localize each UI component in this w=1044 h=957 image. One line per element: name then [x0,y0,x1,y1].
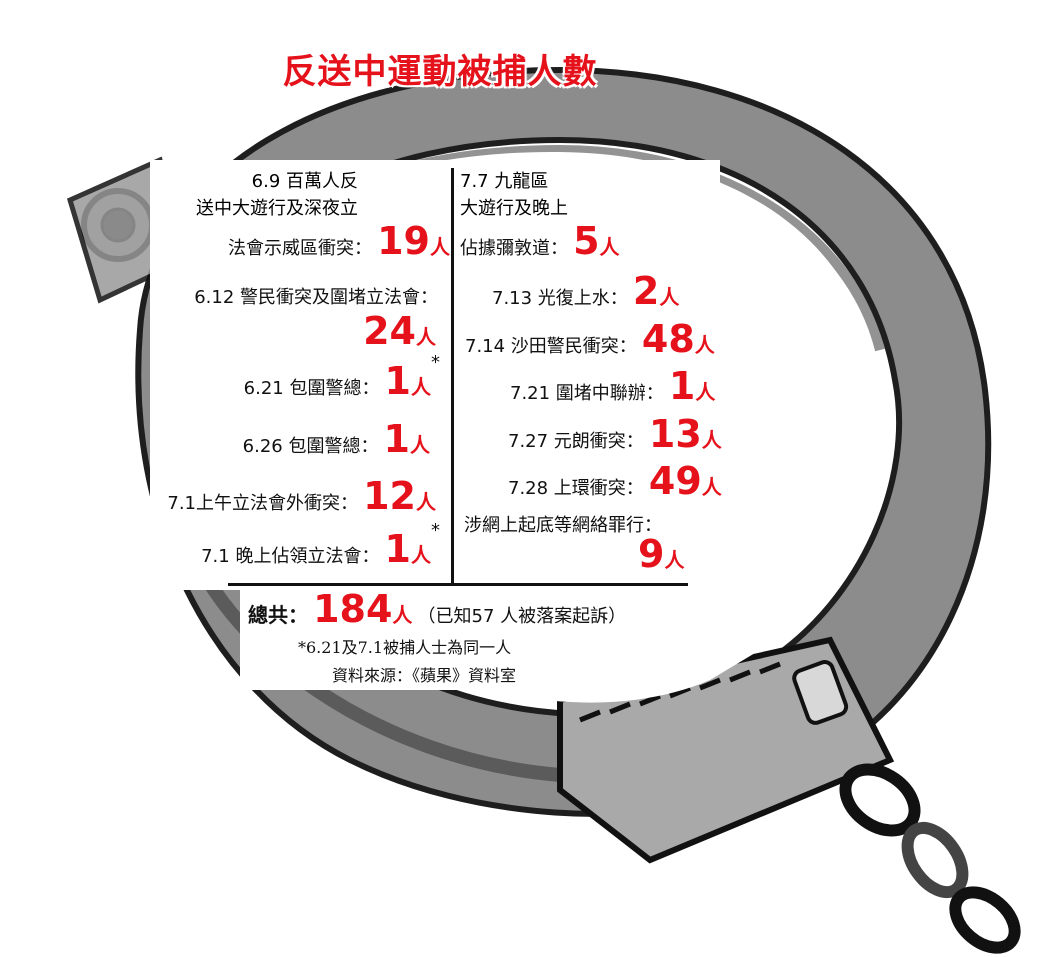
total-count: 184 [313,587,393,631]
entry-label-line: 法會示威區衝突： [228,238,373,259]
right-entry-4: 7.21 圍堵中聯辦： 1人 [510,367,715,405]
count-unit: 人 [410,433,430,457]
text-panel-bottom [240,580,680,690]
chain-link-3 [949,886,1021,954]
chain-link-1 [839,763,921,837]
entry-label-line: 7.1上午立法會外衝突： [167,493,359,514]
right-entry-7: 涉網上起底等網絡罪行： [464,511,662,537]
cuff-lock-teeth [579,661,781,723]
total-note: （已知57 人被落案起訴） [417,606,627,627]
entry-label-line: 6.12 警民衝突及圍堵立法會： [194,287,438,308]
count-unit: 人 [701,428,722,452]
arrest-count: 13 [648,412,702,456]
right-entry-6: 7.28 上環衝突： 49人 [508,462,722,500]
entry-label-line: 大遊行及晚上 [460,198,568,219]
arrest-count: 24 [363,309,416,353]
left-entry-6: 7.1 晚上佔領立法會： 1人* [201,520,440,571]
left-entry-5: 7.1上午立法會外衝突： 12人 [167,477,436,515]
arrest-count: 1 [384,359,411,403]
source-credit: 資料來源：《蘋果》資料室 [332,666,517,685]
count-unit: 人 [659,285,680,309]
cuff-keyhole-plate [792,660,849,725]
count-unit: 人 [664,548,685,572]
count-unit: 人 [695,380,716,404]
right-entry-2: 7.13 光復上水： 2人 [492,272,679,310]
entry-label-line: 7.21 圍堵中聯辦： [510,383,664,404]
footnote: *6.21及7.1被捕人士為同一人 [298,638,512,657]
count-unit: 人 [701,475,722,499]
entry-label-line: 佔據彌敦道： [460,238,568,259]
text-panel-top [150,160,720,590]
count-unit: 人 [599,235,620,259]
entry-label-line: 6.9 百萬人反 [251,171,358,192]
total-label: 總共： [248,603,308,627]
count-unit: 人 [411,543,431,567]
arrest-count: 1 [668,364,696,408]
entry-label-line: 6.26 包圍警總： [242,436,379,457]
count-unit: 人 [392,603,413,627]
column-divider [451,168,454,583]
chain-link-2 [901,821,969,899]
arrest-count: 48 [641,317,695,361]
arrest-count: 9 [638,532,665,576]
entry-label-line: 7.28 上環衝突： [508,478,644,499]
right-entry-7-count: 9人 [638,535,684,573]
footnote-marker: * [431,352,440,373]
entry-label-line: 6.21 包圍警總： [243,378,380,399]
entry-label-line: 7.27 元朗衝突： [508,431,644,452]
entry-label-line: 涉網上起底等網絡罪行： [464,515,662,536]
arrest-count: 2 [632,269,660,313]
entry-label-line: 送中大遊行及深夜立 [196,198,358,219]
count-unit: 人 [411,375,431,399]
entry-label-line: 7.1 晚上佔領立法會： [201,546,380,567]
chart-title: 反送中運動被捕人數 [282,52,598,92]
right-entry-1: 7.7 九龍區 大遊行及晚上 [460,168,568,222]
total-divider [228,583,688,586]
left-entry-1-last: 法會示威區衝突： 19人 [228,222,450,260]
count-unit: 人 [416,490,436,514]
count-unit: 人 [694,333,715,357]
arrest-count: 49 [648,459,702,503]
entry-label-line: 7.7 九龍區 [460,171,549,192]
total-row: 總共： 184人 （已知57 人被落案起訴） [248,590,626,628]
left-entry-2-count: 24人 [363,312,436,350]
entry-label-line: 7.13 光復上水： [492,288,628,309]
right-entry-3: 7.14 沙田警民衝突： 48人 [465,320,715,358]
right-entry-5: 7.27 元朗衝突： 13人 [508,415,722,453]
arrest-count: 19 [377,219,430,263]
footnote-marker: * [431,520,440,541]
arrest-count: 5 [573,219,600,263]
count-unit: 人 [430,235,450,259]
left-entry-1: 6.9 百萬人反 送中大遊行及深夜立 [196,168,358,222]
count-unit: 人 [416,325,436,349]
left-entry-2: 6.12 警民衝突及圍堵立法會： [194,283,438,309]
left-entry-3: 6.21 包圍警總： 1人* [243,352,440,403]
left-entry-4: 6.26 包圍警總： 1人 [243,420,430,458]
right-entry-1-last: 佔據彌敦道： 5人 [460,222,620,260]
arrest-count: 12 [363,474,416,518]
arrest-count: 1 [384,527,411,571]
arrest-count: 1 [383,417,410,461]
entry-label-line: 7.14 沙田警民衝突： [465,336,637,357]
